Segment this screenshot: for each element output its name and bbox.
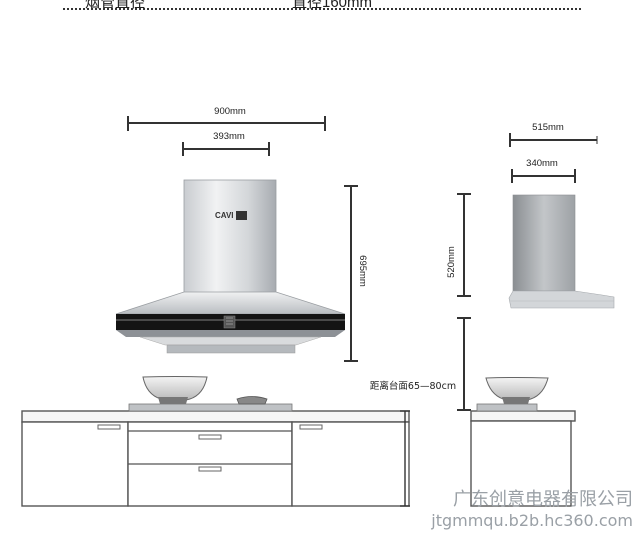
dimension-side-height: 520mm — [446, 193, 471, 297]
hood-front-view: CAVI — [115, 179, 346, 354]
watermark-company: 广东创意电器有限公司 — [453, 489, 633, 510]
hood-side-canopy — [508, 290, 615, 309]
chimney-diameter-header: 烟管直径 直径160mm — [0, 0, 640, 13]
stove-top — [128, 403, 293, 412]
cabinet-left-door — [21, 421, 129, 507]
control-panel-icon — [223, 315, 236, 329]
overall-depth-label: 515mm — [532, 122, 564, 133]
side-wok-icon — [485, 377, 549, 401]
brand-logo-mark — [236, 211, 247, 220]
hood-side-chimney — [512, 194, 576, 292]
hood-side-view — [508, 194, 615, 309]
dimension-chimney-depth: 340mm — [511, 158, 576, 183]
front-height-label: 695mm — [357, 255, 368, 287]
front-cabinet — [21, 410, 410, 507]
side-height-label: 520mm — [446, 246, 457, 278]
burner-icon — [236, 396, 268, 405]
brand-logo: CAVI — [215, 211, 234, 220]
wok-icon — [142, 376, 208, 401]
cabinet-right-door — [291, 421, 410, 507]
overall-width-label: 900mm — [214, 106, 246, 117]
dimension-front-height: 695mm — [344, 185, 368, 362]
side-cabinet — [470, 377, 576, 507]
chimney-width-label: 393mm — [213, 131, 245, 142]
dotted-divider — [63, 8, 581, 10]
dimension-overall-depth: 515mm — [509, 122, 598, 147]
install-height-label: 距离台面65—80cm — [370, 380, 456, 392]
chimney-diameter-label: 烟管直径 — [85, 0, 146, 11]
hood-chimney — [183, 179, 277, 294]
side-cabinet-body — [470, 420, 572, 507]
chimney-diameter-value: 直径160mm — [292, 0, 373, 11]
dimension-chimney-width: 393mm — [182, 131, 270, 156]
hood-bottom-tray — [139, 336, 322, 346]
stove-front — [128, 376, 293, 412]
side-countertop — [470, 410, 576, 422]
countertop — [21, 410, 410, 423]
dimension-overall-width: 900mm — [127, 106, 326, 131]
dimension-install-height: 距离台面65—80cm — [370, 317, 471, 411]
chimney-depth-label: 340mm — [526, 158, 558, 169]
hood-canopy — [115, 291, 346, 315]
watermark-url: jtgmmqu.b2b.hc360.com — [430, 511, 633, 530]
